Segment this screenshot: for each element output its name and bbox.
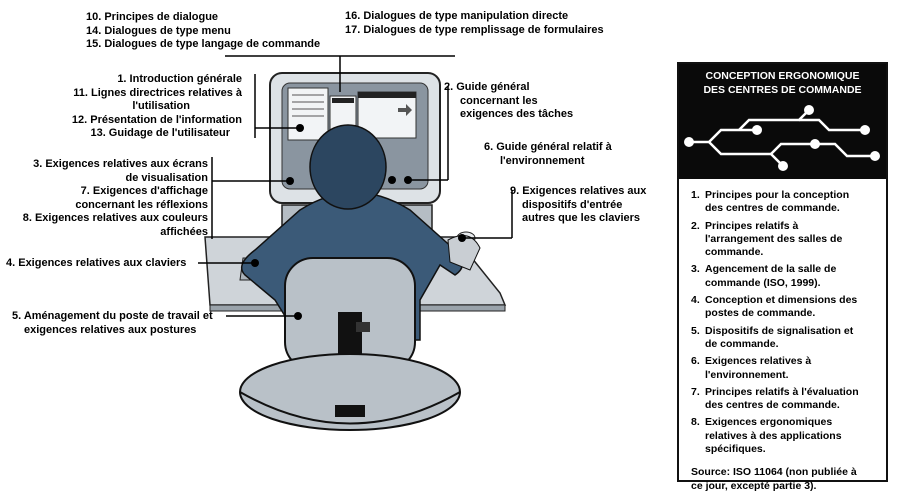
label-line: 5. Aménagement du poste de travail et — [12, 310, 213, 322]
label-line: 14. Dialogues de type menu — [86, 24, 231, 37]
label-line: dispositifs d'entrée — [522, 198, 623, 211]
panel-item-line: l'arrangement des salles de — [705, 232, 843, 245]
label-line: 7. Exigences d'affichage — [80, 185, 208, 197]
circuit-board-icon — [684, 105, 880, 171]
panel-item-number: 1. — [691, 189, 700, 201]
label-tasks: 2. Guide général concernant les exigence… — [444, 81, 573, 122]
label-environment: 6. Guide général relatif à l'environneme… — [484, 141, 612, 168]
label-manipulation: 16. Dialogues de type manipulation direc… — [345, 10, 604, 37]
panel-item-line: Agencement de la salle de — [705, 263, 837, 276]
workstation-illustration — [198, 55, 513, 431]
panel-item-line: Principes pour la conception — [705, 189, 850, 201]
label-line: exigences des tâches — [460, 108, 574, 120]
panel-title-line: DES CENTRES DE COMMANDE — [703, 84, 862, 96]
label-line: 8. Exigences relatives aux couleurs — [22, 212, 208, 224]
label-workstation: 5. Aménagement du poste de travail et ex… — [12, 310, 213, 337]
label-line: autres que les claviers — [522, 212, 641, 224]
panel-item-line: Exigences relatives à — [705, 355, 812, 368]
label-line: concernant les réflexions — [75, 198, 208, 211]
label-line: concernant les — [460, 94, 538, 107]
panel-item-number: 7. — [691, 385, 700, 398]
panel-item-line: Dispositifs de signalisation et — [705, 324, 854, 337]
label-line: affichées — [160, 225, 208, 238]
panel-item-line: commande. — [705, 246, 764, 259]
panel-title: CONCEPTION ERGONOMIQUE DES CENTRES DE CO… — [683, 69, 882, 97]
label-line: 4. Exigences relatives aux claviers — [6, 257, 187, 269]
label-line: exigences relatives aux postures — [24, 323, 197, 336]
label-line: 9. Exigences relatives aux — [510, 185, 647, 197]
chair-seat — [239, 353, 461, 431]
panel-item-line: des centres de commande. — [705, 399, 840, 412]
panel-item-number: 8. — [691, 416, 700, 429]
panel-source: Source: ISO 11064 (non publiée à ce jour… — [679, 460, 886, 493]
label-line: l'utilisation — [132, 100, 190, 112]
label-line: 11. Lignes directrices relatives à — [73, 86, 242, 99]
panel-item-number: 6. — [691, 355, 700, 368]
panel-item-line: Conception et dimensions des — [705, 294, 858, 307]
panel-item-line: l'environnement. — [705, 368, 789, 381]
panel-item-line: des centres de commande. — [705, 202, 840, 215]
panel-item-line: commande (ISO, 1999). — [705, 276, 821, 289]
person-head — [309, 124, 387, 210]
iso-11064-panel: CONCEPTION ERGONOMIQUE DES CENTRES DE CO… — [677, 62, 888, 492]
panel-item-line: postes de commande. — [705, 307, 816, 320]
panel-item-line: spécifiques. — [705, 443, 766, 456]
label-line: de visualisation — [125, 171, 208, 184]
label-line: 13. Guidage de l'utilisateur — [90, 127, 230, 139]
panel-item-number: 5. — [691, 324, 700, 337]
panel-item-line: de commande. — [705, 337, 779, 350]
panel-source-line: ce jour, excepté partie 3). — [691, 479, 817, 492]
label-screens: 3. Exigences relatives aux écrans de vis… — [23, 158, 208, 239]
panel-source-line: Source: ISO 11064 (non publiée à — [691, 466, 857, 479]
label-line: 10. Principes de dialogue — [86, 11, 219, 23]
label-input-devices: 9. Exigences relatives aux dispositifs d… — [510, 185, 646, 226]
label-line: 2. Guide général — [444, 81, 530, 93]
label-line: 6. Guide général relatif à — [484, 141, 612, 153]
panel-item-number: 3. — [691, 263, 700, 276]
label-line: 15. Dialogues de type langage de command… — [86, 38, 321, 50]
label-line: 17. Dialogues de type remplissage de for… — [345, 23, 604, 36]
label-line: 16. Dialogues de type manipulation direc… — [345, 10, 569, 22]
panel-title-line: CONCEPTION ERGONOMIQUE — [705, 70, 860, 82]
label-introduction: 1. Introduction générale 11. Lignes dire… — [72, 73, 242, 141]
label-line: l'environnement — [500, 154, 585, 167]
label-line: 12. Présentation de l'information — [71, 113, 242, 126]
panel-item-line: Exigences ergonomiques — [705, 416, 833, 429]
panel-item-line: Principes relatifs à l'évaluation — [705, 385, 859, 398]
panel-item-line: Principes relatifs à — [705, 219, 799, 232]
label-keyboards: 4. Exigences relatives aux claviers — [6, 257, 186, 271]
panel-header: CONCEPTION ERGONOMIQUE DES CENTRES DE CO… — [679, 64, 886, 179]
window-icon — [287, 87, 329, 141]
panel-item-number: 2. — [691, 219, 700, 232]
panel-item-line: relatives à des applications — [705, 429, 842, 442]
label-line: 1. Introduction générale — [117, 73, 242, 85]
label-dialogue: 10. Principes de dialogue 14. Dialogues … — [86, 11, 320, 52]
label-line: 3. Exigences relatives aux écrans — [33, 158, 208, 170]
panel-item-number: 4. — [691, 294, 700, 307]
